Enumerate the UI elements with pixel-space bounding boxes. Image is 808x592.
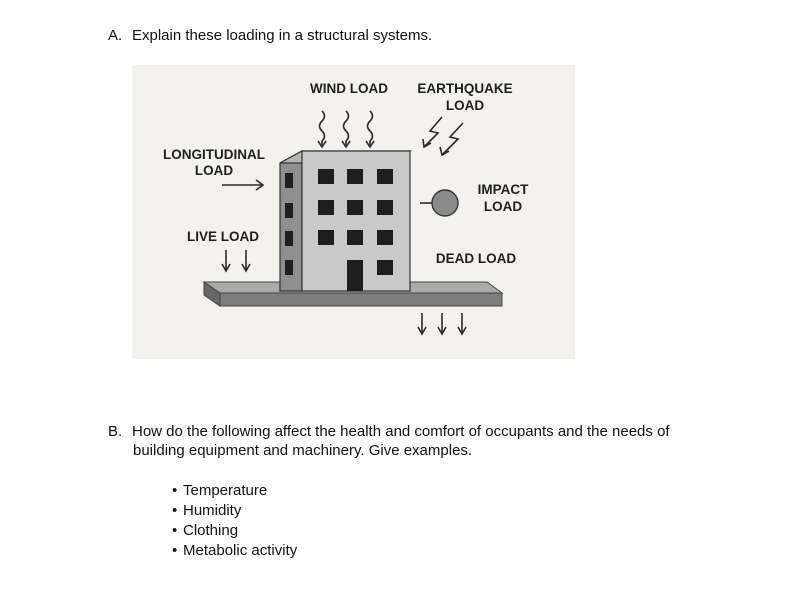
wind-arrowhead (341, 140, 351, 149)
question-a: A. Explain these loading in a structural … (108, 27, 432, 45)
ground-slab-side (203, 281, 221, 307)
wind-squiggle-arrow (366, 110, 374, 145)
structural-loads-diagram: WIND LOAD EARTHQUAKE LOAD LONGITUDINAL L… (163, 81, 529, 336)
front-window (318, 169, 334, 184)
dead-load-label: DEAD LOAD (436, 251, 516, 266)
building-door (347, 260, 363, 291)
side-window (285, 173, 293, 188)
side-window (285, 231, 293, 246)
question-b-text-line1: How do the following affect the health a… (132, 423, 670, 440)
side-window (285, 203, 293, 218)
question-a-text: Explain these loading in a structural sy… (132, 27, 433, 44)
front-window (377, 169, 393, 184)
wind-arrowhead (317, 140, 327, 149)
live-load-label: LIVE LOAD (187, 229, 259, 244)
dead-load-arrows (417, 313, 467, 336)
front-window (347, 169, 363, 184)
longitudinal-arrow (222, 179, 265, 191)
front-window (377, 260, 393, 275)
structural-loads-figure: WIND LOAD EARTHQUAKE LOAD LONGITUDINAL L… (132, 65, 575, 359)
wind-load-arrows (317, 110, 375, 149)
longitudinal-label-line1: LONGITUDINAL (163, 147, 265, 162)
front-window (347, 200, 363, 215)
ground-slab-front (219, 292, 503, 307)
question-b: B. How do the following affect the health… (108, 423, 670, 441)
side-window (285, 260, 293, 275)
question-b-letter: B. (108, 423, 123, 440)
list-item-humidity: Humidity (172, 501, 297, 521)
question-a-letter: A. (108, 27, 123, 44)
earthquake-label-line1: EARTHQUAKE (417, 81, 512, 96)
list-item-clothing: Clothing (172, 521, 297, 541)
earthquake-zigzag (423, 116, 443, 148)
front-window (377, 230, 393, 245)
impact-label-line1: IMPACT (478, 182, 529, 197)
front-window (377, 200, 393, 215)
wind-load-label: WIND LOAD (310, 81, 388, 96)
wind-squiggle-arrow (318, 110, 326, 145)
list-item-metabolic-activity: Metabolic activity (172, 541, 297, 561)
wind-squiggle-arrow (342, 110, 350, 145)
front-window (318, 230, 334, 245)
live-load-arrows (221, 250, 251, 273)
longitudinal-label-line2: LOAD (195, 163, 233, 178)
question-b-text-line2: building equipment and machinery. Give e… (133, 442, 473, 459)
earthquake-zigzag (441, 122, 464, 156)
earthquake-arrowhead (422, 138, 432, 149)
front-window (347, 230, 363, 245)
impact-ball-icon (431, 189, 459, 217)
front-window (318, 200, 334, 215)
factor-list: Temperature Humidity Clothing Metabolic … (172, 481, 297, 561)
impact-label-line2: LOAD (484, 199, 522, 214)
earthquake-arrows (422, 116, 464, 157)
list-item-temperature: Temperature (172, 481, 297, 501)
earthquake-arrowhead (439, 146, 450, 157)
earthquake-label-line2: LOAD (446, 98, 484, 113)
wind-arrowhead (365, 140, 375, 149)
